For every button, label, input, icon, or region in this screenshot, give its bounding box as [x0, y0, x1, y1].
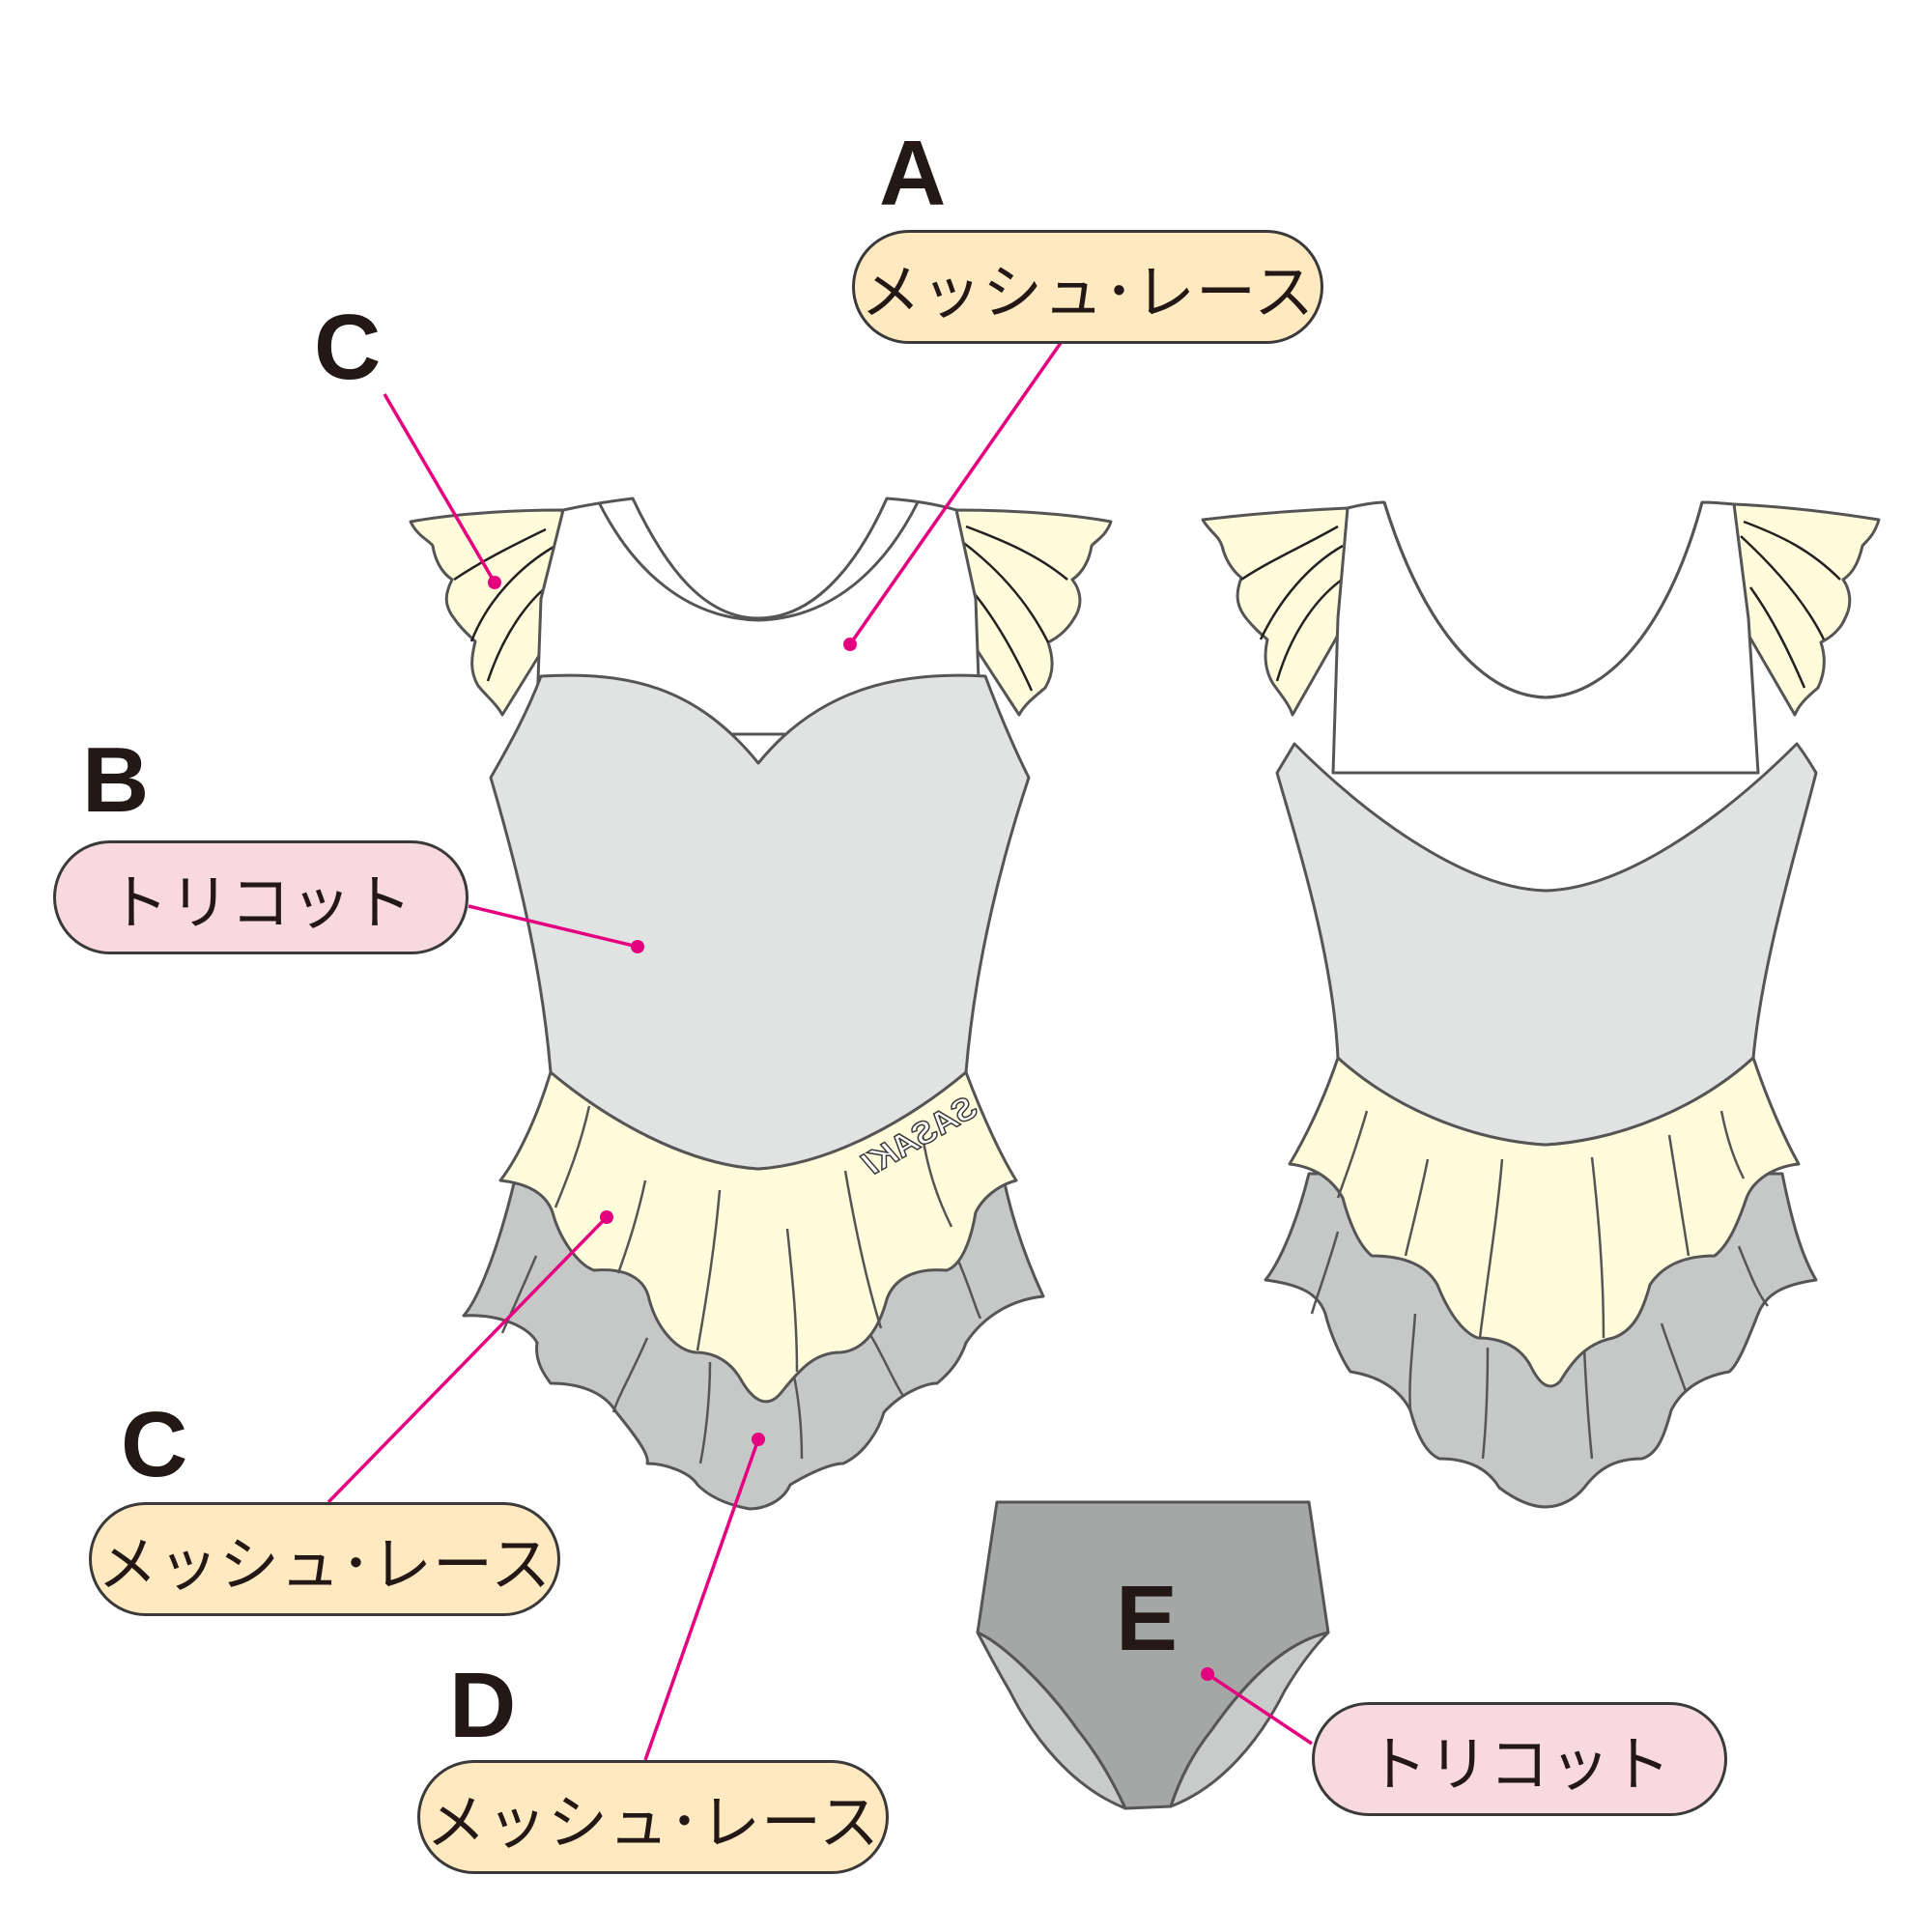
material-label-e: トリコット [1312, 1702, 1727, 1816]
front-right-sleeve-ruffle [954, 508, 1113, 717]
material-label-b: トリコット [53, 840, 469, 954]
back-skirt-lower-fold [1737, 1245, 1769, 1307]
back-right-sleeve-pleat [1748, 586, 1806, 689]
material-label-a: メッシュ･レース [852, 230, 1323, 344]
back-bodice [1275, 742, 1818, 1147]
leader-line-d [643, 1438, 760, 1761]
front-right-sleeve-pleat [970, 588, 1034, 692]
back-skirt-upper-fold [1404, 1158, 1430, 1257]
back-skirt-lower-fold [1660, 1322, 1688, 1392]
front-skirt-upper-fold [696, 1189, 722, 1351]
leader-dot-c-bottom [600, 1210, 613, 1224]
front-skirt-upper-fold [785, 1228, 799, 1373]
front-skirt-upper-fold [921, 1134, 953, 1228]
front-skirt-lower-fold [698, 1361, 712, 1464]
label-letter-b: B [82, 728, 150, 832]
brief-left-leg-lining [976, 1631, 1127, 1810]
leader-line-c-bottom [327, 1215, 609, 1504]
material-label-d: メッシュ･レース [417, 1760, 889, 1874]
leader-dot-c-top [488, 576, 501, 589]
brief [976, 1500, 1330, 1810]
front-skirt-lower-fold [611, 1337, 649, 1413]
front-mesh-yoke [534, 497, 982, 736]
front-skirt-upper-fold [843, 1170, 883, 1329]
brief-right-leg-lining [1169, 1631, 1330, 1808]
front-leotard: SASAKI [409, 497, 1113, 1511]
leader-dot-a [843, 638, 857, 651]
back-left-sleeve-pleat [1259, 544, 1344, 640]
leader-line-c-top [383, 393, 497, 583]
back-skirt-lower-fold [1310, 1231, 1340, 1315]
label-letter-c-bottom: C [121, 1393, 188, 1496]
back-skirt-lower-fold [1408, 1313, 1417, 1411]
front-skirt-lower-fold [500, 1255, 538, 1334]
label-letter-c-top: C [314, 296, 382, 399]
back-neckline [1382, 501, 1704, 699]
leader-dot-d [752, 1433, 765, 1446]
front-skirt-lower-fold [867, 1332, 905, 1397]
leader-dot-e [1201, 1667, 1214, 1681]
leader-lines [327, 341, 1313, 1761]
back-right-sleeve-pleat [1743, 520, 1841, 581]
material-label-c-bottom: メッシュ･レース [89, 1502, 560, 1616]
leader-line-e [1207, 1672, 1313, 1746]
back-right-sleeve-pleat [1740, 535, 1826, 640]
back-leotard [1201, 500, 1881, 1509]
label-letter-a: A [879, 122, 947, 225]
front-left-sleeve-pleat [469, 544, 556, 642]
back-skirt-lower-fold [1481, 1347, 1490, 1460]
front-skirt-upper-fold [554, 1105, 591, 1208]
front-right-sleeve-pleat [965, 525, 1068, 581]
front-skirt-upper-fold [616, 1179, 647, 1274]
front-left-sleeve-pleat [453, 527, 547, 582]
front-bodice [489, 673, 1031, 1171]
back-skirt-lower-fold [1582, 1347, 1594, 1460]
leader-line-b [468, 904, 639, 949]
back-skirt-upper-fold [1667, 1134, 1690, 1257]
back-skirt-upper-fold [1478, 1158, 1504, 1339]
back-skirt-upper-fold [1590, 1156, 1605, 1339]
back-skirt-upper-fold [1719, 1110, 1746, 1179]
front-neckline [597, 501, 920, 622]
back-left-sleeve-pleat [1275, 576, 1346, 682]
back-left-sleeve-pleat [1240, 525, 1339, 582]
label-letter-d: D [449, 1654, 517, 1757]
back-skirt-upper-fold [1336, 1110, 1369, 1199]
front-right-sleeve-pleat [960, 540, 1050, 643]
label-letter-e: E [1116, 1567, 1179, 1670]
leader-line-a [848, 341, 1063, 646]
front-skirt-lower-fold [954, 1255, 982, 1320]
leader-dot-b [631, 940, 644, 953]
